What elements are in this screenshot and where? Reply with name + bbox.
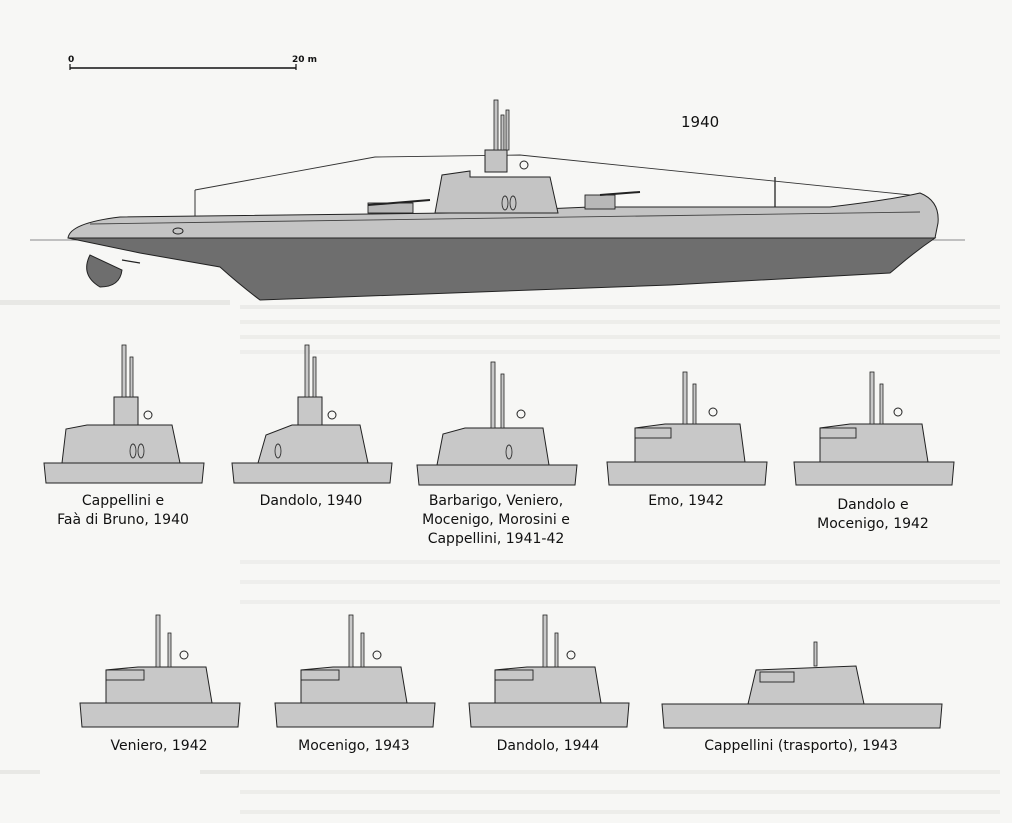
tower-variant-1-drawing bbox=[43, 344, 205, 484]
tower-variant-9-drawing bbox=[661, 641, 943, 729]
tower-variant-6-caption: Veniero, 1942 bbox=[110, 738, 208, 754]
tower-variant-9-caption: Cappellini (trasporto), 1943 bbox=[704, 738, 898, 754]
tower-variant-7-caption: Mocenigo, 1943 bbox=[298, 738, 410, 754]
tower-variant-4-caption: Emo, 1942 bbox=[648, 493, 724, 509]
tower-variant-6-drawing bbox=[79, 614, 241, 728]
scale-start-label: 0 bbox=[68, 55, 75, 65]
tower-variant-4-drawing bbox=[606, 371, 768, 486]
tower-variant-8-drawing bbox=[468, 614, 630, 728]
tower-variant-7-drawing bbox=[274, 614, 436, 728]
tower-variant-3-drawing bbox=[416, 361, 578, 486]
scale-end-label: 20 m bbox=[292, 55, 318, 65]
tower-variant-3-caption: Barbarigo, Veniero, Mocenigo, Morosini e… bbox=[422, 493, 570, 547]
tower-variant-2-drawing bbox=[231, 344, 393, 484]
tower-variant-5-drawing bbox=[793, 371, 955, 486]
main-profile-year-label: 1940 bbox=[681, 113, 720, 131]
main-submarine-profile bbox=[30, 99, 965, 301]
tower-variant-5-caption: Dandolo e Mocenigo, 1942 bbox=[817, 497, 929, 532]
tower-variant-8-caption: Dandolo, 1944 bbox=[496, 738, 600, 754]
tower-variant-1-caption: Cappellini e Faà di Bruno, 1940 bbox=[57, 493, 189, 528]
scale-bar bbox=[69, 64, 297, 70]
tower-variant-2-caption: Dandolo, 1940 bbox=[259, 493, 363, 509]
